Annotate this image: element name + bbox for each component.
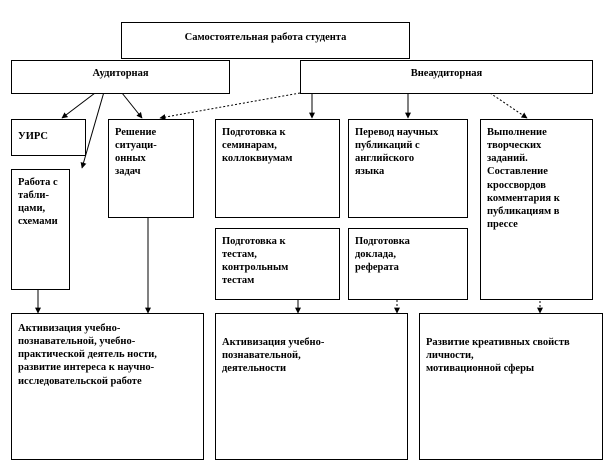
category-extracurricular: Внеаудиторная (300, 60, 593, 94)
box-uirs: УИРС (11, 119, 86, 156)
box-report: Подготовка доклада, реферата (348, 228, 468, 300)
box-translation: Перевод научных публикаций с английского… (348, 119, 468, 218)
box-situational-tasks: Решение ситуаци- онных задач (108, 119, 194, 218)
arrow-auditory-uirs (61, 92, 96, 119)
box-work-tables: Работа с табли- цами, схемами (11, 169, 70, 290)
outcome-left: Активизация учебно- познавательной, учеб… (11, 313, 204, 460)
arrow-auditory-situational (121, 92, 143, 119)
outcome-right: Развитие креативных свойств личности, мо… (419, 313, 603, 460)
box-tests: Подготовка к тестам, контрольным тестам (215, 228, 340, 300)
category-auditory: Аудиторная (11, 60, 230, 94)
box-seminars: Подготовка к семинарам, коллоквиумам (215, 119, 340, 218)
arrow-extra-situational (159, 92, 301, 121)
root-box: Самостоятельная работа студента (121, 22, 410, 59)
outcome-middle: Активизация учебно- познавательной, деят… (215, 313, 408, 460)
arrow-extra-creative (489, 92, 528, 119)
box-creative: Выполнение творческих заданий. Составлен… (480, 119, 593, 300)
